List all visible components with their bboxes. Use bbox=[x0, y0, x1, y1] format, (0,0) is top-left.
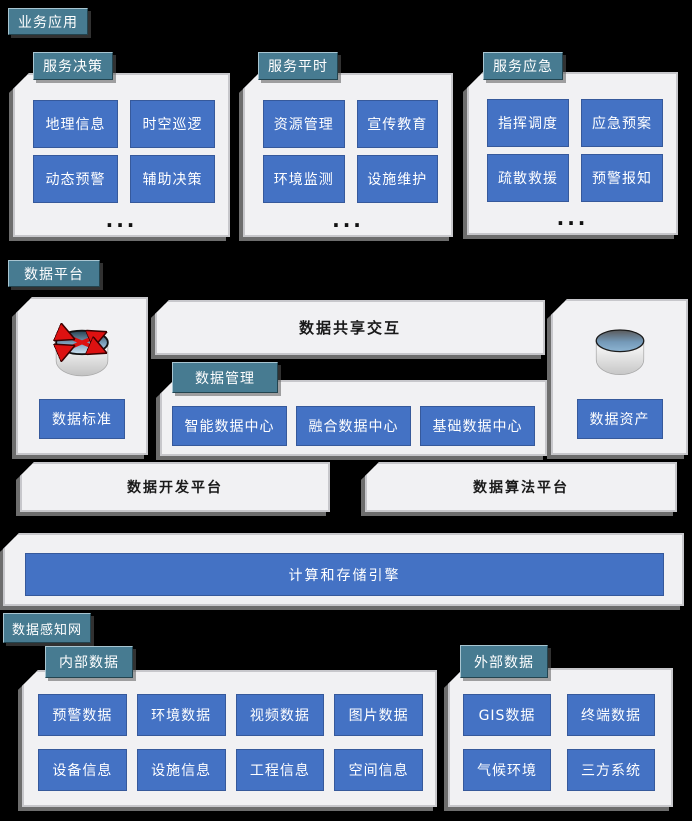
panel-tab-service-routine: 服务平时 bbox=[258, 52, 338, 80]
module-button: 宣传教育 bbox=[356, 100, 438, 148]
data-algo-platform-bar: 数据算法平台 bbox=[365, 462, 677, 512]
module-button: 基础数据中心 bbox=[420, 406, 535, 446]
module-button: 设施维护 bbox=[356, 155, 438, 203]
panel-tab-service-decision: 服务决策 bbox=[33, 52, 113, 80]
section-label-business: 业务应用 bbox=[8, 8, 88, 35]
panel-data-standards: 数据标准 bbox=[16, 297, 148, 455]
ellipsis-more: ... bbox=[105, 208, 138, 232]
engine-bar: 计算和存储引擎 bbox=[25, 553, 664, 596]
module-button: 动态预警 bbox=[33, 155, 118, 203]
module-button: 终端数据 bbox=[567, 694, 655, 736]
ellipsis-more: ... bbox=[332, 208, 364, 232]
section-label-perception: 数据感知网 bbox=[3, 613, 91, 643]
module-button: 疏散救援 bbox=[487, 154, 569, 202]
data-share-bar: 数据共享交互 bbox=[155, 300, 545, 355]
module-button: 时空巡逻 bbox=[130, 100, 215, 148]
module-button: 融合数据中心 bbox=[296, 406, 411, 446]
module-button: 辅助决策 bbox=[130, 155, 215, 203]
data-algo-platform-label: 数据算法平台 bbox=[473, 480, 569, 496]
panel-tab-internal-data: 内部数据 bbox=[45, 646, 133, 678]
panel-service-routine: 资源管理 宣传教育 环境监测 设施维护 ... bbox=[243, 73, 453, 237]
module-button: 地理信息 bbox=[33, 100, 118, 148]
panel-tab-external-data: 外部数据 bbox=[460, 645, 548, 678]
panel-internal-data: 预警数据 环境数据 视频数据 图片数据 设备信息 设施信息 工程信息 空间信息 bbox=[22, 670, 437, 807]
module-button: 指挥调度 bbox=[487, 99, 569, 147]
section-label-platform: 数据平台 bbox=[8, 260, 100, 287]
module-button: 工程信息 bbox=[235, 749, 325, 791]
module-button: 资源管理 bbox=[263, 100, 345, 148]
module-button: 智能数据中心 bbox=[172, 406, 287, 446]
module-button: 三方系统 bbox=[567, 749, 655, 791]
panel-tab-service-emergency: 服务应急 bbox=[483, 52, 563, 80]
module-button: 视频数据 bbox=[235, 694, 325, 736]
module-button: 环境数据 bbox=[136, 694, 226, 736]
module-button: 预警数据 bbox=[38, 694, 127, 736]
ellipsis-more: ... bbox=[556, 206, 589, 230]
module-button: 应急预案 bbox=[581, 99, 663, 147]
module-button: 预警报知 bbox=[581, 154, 663, 202]
module-button: 气候环境 bbox=[463, 749, 551, 791]
module-button: 设施信息 bbox=[136, 749, 226, 791]
module-button: 空间信息 bbox=[334, 749, 423, 791]
module-button: 图片数据 bbox=[334, 694, 423, 736]
module-button: 数据标准 bbox=[39, 399, 125, 439]
data-dev-platform-label: 数据开发平台 bbox=[127, 480, 223, 496]
data-dev-platform-bar: 数据开发平台 bbox=[20, 462, 330, 512]
data-share-label: 数据共享交互 bbox=[298, 319, 401, 337]
panel-service-decision: 地理信息 时空巡逻 动态预警 辅助决策 ... bbox=[13, 73, 230, 237]
module-button: GIS数据 bbox=[463, 694, 551, 736]
router-icon bbox=[44, 309, 120, 389]
module-button: 数据资产 bbox=[576, 399, 663, 439]
panel-tab-data-management: 数据管理 bbox=[172, 362, 278, 393]
panel-service-emergency: 指挥调度 应急预案 疏散救援 预警报知 ... bbox=[467, 72, 678, 235]
panel-data-assets: 数据资产 bbox=[551, 299, 688, 455]
module-button: 设备信息 bbox=[38, 749, 127, 791]
panel-engine: 计算和存储引擎 bbox=[3, 533, 684, 606]
database-icon bbox=[584, 311, 656, 389]
module-button: 环境监测 bbox=[263, 155, 345, 203]
panel-external-data: GIS数据 终端数据 气候环境 三方系统 bbox=[448, 668, 673, 807]
